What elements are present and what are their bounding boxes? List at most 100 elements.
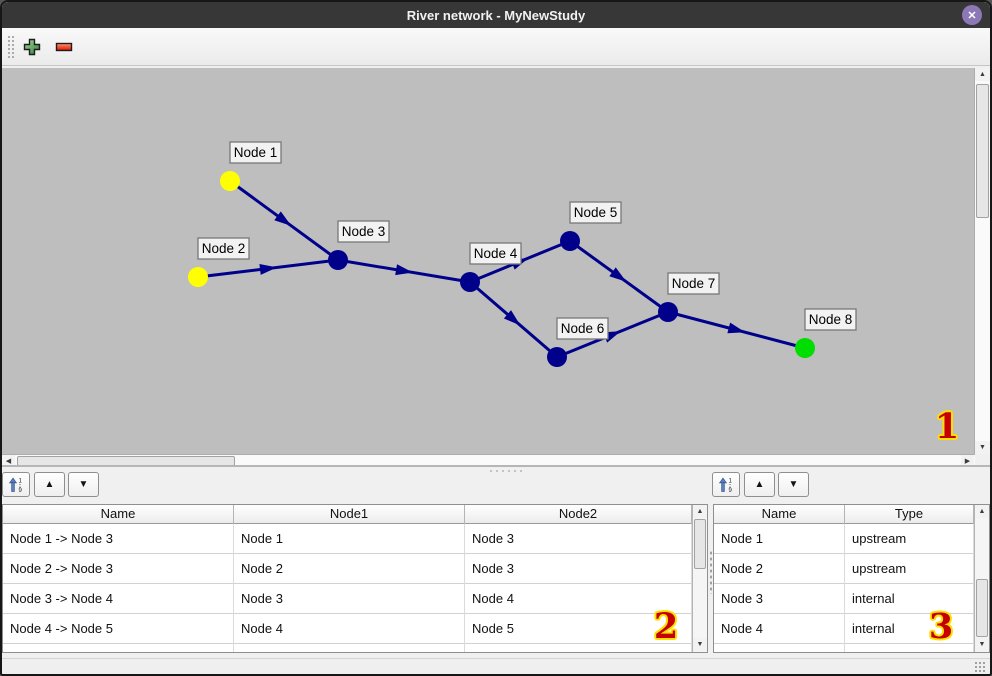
scroll-left-arrow[interactable]: ◀	[2, 455, 15, 467]
table-cell[interactable]: Node 4	[465, 584, 692, 614]
svg-text:1: 1	[729, 478, 733, 484]
table-cell[interactable]	[465, 644, 692, 652]
table-cell[interactable]: Node 1	[234, 524, 465, 554]
table-cell[interactable]: Node 4 -> Node 5	[3, 614, 234, 644]
table-cell[interactable]: Node 2 -> Node 3	[3, 554, 234, 584]
reaches-sort-button[interactable]: 1 9	[2, 472, 30, 497]
table-cell[interactable]: Node 3	[465, 524, 692, 554]
nodes-move-down-button[interactable]: ▼	[778, 472, 809, 497]
nodes-move-up-button[interactable]: ▲	[744, 472, 775, 497]
reaches-table-scrollbar[interactable]: ▲ ▼	[692, 505, 707, 652]
edge-arrowhead	[259, 264, 277, 275]
table-row[interactable]	[714, 644, 989, 652]
table-cell[interactable]: internal	[845, 614, 974, 644]
node-label: Node 2	[197, 237, 250, 260]
table-cell[interactable]: Node 4	[234, 614, 465, 644]
node-node-5[interactable]	[560, 231, 580, 251]
canvas-horizontal-scrollbar[interactable]: ◀ ▶	[2, 454, 975, 467]
table-cell[interactable]: Node 1	[714, 524, 845, 554]
reaches-move-down-button[interactable]: ▼	[68, 472, 99, 497]
column-header-type[interactable]: Type	[845, 505, 974, 524]
plus-icon	[23, 38, 41, 56]
table-cell[interactable]: Node 3	[714, 584, 845, 614]
scroll-down-arrow[interactable]: ▼	[693, 638, 707, 651]
node-label: Node 8	[804, 308, 857, 331]
vertical-splitter-handle[interactable]	[709, 550, 713, 594]
svg-text:Node 1: Node 1	[234, 145, 278, 160]
node-node-2[interactable]	[188, 267, 208, 287]
edge-arrowhead	[609, 267, 627, 282]
node-label: Node 3	[337, 220, 390, 243]
scroll-up-arrow[interactable]: ▲	[975, 505, 989, 518]
node-node-7[interactable]	[658, 302, 678, 322]
column-header-node2[interactable]: Node2	[465, 505, 692, 524]
table-cell[interactable]	[714, 644, 845, 652]
table-cell[interactable]	[234, 644, 465, 652]
table-cell[interactable]: internal	[845, 584, 974, 614]
add-node-button[interactable]	[19, 34, 45, 60]
svg-text:1: 1	[19, 478, 23, 484]
canvas-vertical-scrollbar[interactable]: ▲ ▼	[974, 68, 990, 454]
remove-node-button[interactable]	[51, 34, 77, 60]
sort-ascending-icon: 1 9	[718, 476, 733, 493]
scroll-down-arrow[interactable]: ▼	[975, 638, 989, 651]
close-button[interactable]: ✕	[962, 5, 982, 25]
nodes-table-scrollbar[interactable]: ▲ ▼	[974, 505, 989, 652]
table-cell[interactable]: Node 4	[714, 614, 845, 644]
scroll-down-arrow[interactable]: ▼	[975, 441, 990, 454]
down-triangle-icon: ▼	[788, 478, 799, 490]
edge-arrowhead	[395, 264, 413, 276]
table-cell[interactable]: Node 3 -> Node 4	[3, 584, 234, 614]
table-cell[interactable]: Node 5	[465, 614, 692, 644]
svg-text:9: 9	[19, 488, 23, 493]
scroll-up-arrow[interactable]: ▲	[693, 505, 707, 518]
node-label: Node 5	[569, 201, 622, 224]
table-cell[interactable]: upstream	[845, 524, 974, 554]
table-row[interactable]	[3, 644, 707, 652]
scroll-right-arrow[interactable]: ▶	[961, 455, 974, 467]
horizontal-splitter-handle[interactable]	[488, 469, 524, 473]
table-cell[interactable]: Node 3	[234, 584, 465, 614]
column-header-node1[interactable]: Node1	[234, 505, 465, 524]
table-cell[interactable]: upstream	[845, 554, 974, 584]
scroll-thumb[interactable]	[694, 519, 706, 569]
table-cell[interactable]: Node 3	[465, 554, 692, 584]
column-header-name[interactable]: Name	[714, 505, 845, 524]
reaches-move-up-button[interactable]: ▲	[34, 472, 65, 497]
scroll-up-arrow[interactable]: ▲	[975, 68, 990, 81]
svg-text:Node 3: Node 3	[342, 224, 386, 239]
table-cell[interactable]: Node 2	[714, 554, 845, 584]
vertical-scroll-thumb[interactable]	[976, 84, 989, 218]
title-bar[interactable]: River network - MyNewStudy ✕	[2, 2, 990, 28]
nodes-sort-button[interactable]: 1 9	[712, 472, 740, 497]
svg-text:Node 4: Node 4	[474, 246, 518, 261]
scroll-thumb[interactable]	[976, 579, 988, 637]
window-resize-grip[interactable]	[974, 661, 986, 673]
node-node-6[interactable]	[547, 347, 567, 367]
table-cell[interactable]	[845, 644, 974, 652]
table-cell[interactable]	[3, 644, 234, 652]
table-cell[interactable]: Node 2	[234, 554, 465, 584]
svg-text:Node 2: Node 2	[202, 241, 246, 256]
node-node-1[interactable]	[220, 171, 240, 191]
toolbar-drag-handle[interactable]	[7, 35, 16, 59]
node-node-4[interactable]	[460, 272, 480, 292]
column-header-name[interactable]: Name	[3, 505, 234, 524]
node-node-3[interactable]	[328, 250, 348, 270]
table-cell[interactable]: Node 1 -> Node 3	[3, 524, 234, 554]
node-node-8[interactable]	[795, 338, 815, 358]
up-triangle-icon: ▲	[754, 478, 765, 490]
